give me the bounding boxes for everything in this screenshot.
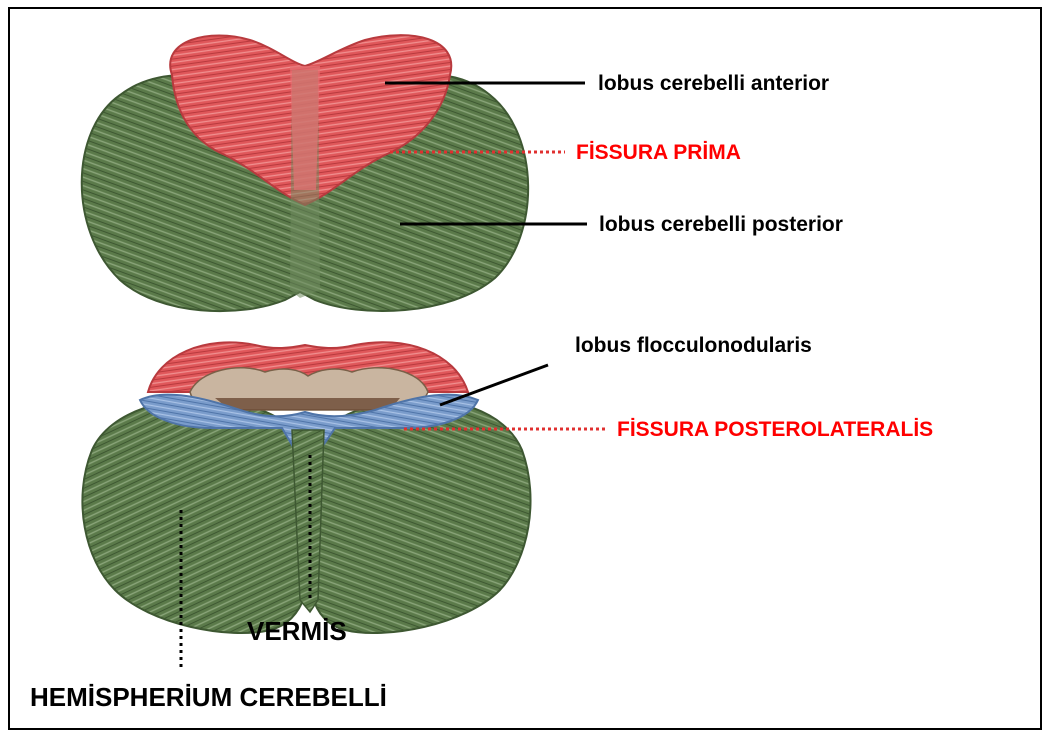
label-fissura-posterolateralis: FİSSURA POSTEROLATERALİS bbox=[617, 419, 933, 440]
cerebellum-inferior-view bbox=[82, 342, 530, 633]
label-hemispherium-cerebelli: HEMİSPHERİUM CEREBELLİ bbox=[30, 684, 387, 710]
label-vermis: VERMİS bbox=[247, 618, 347, 644]
cerebellum-superior-view bbox=[82, 35, 528, 311]
label-lobus-flocculonodularis: lobus flocculonodularis bbox=[575, 335, 812, 356]
hemisphere-right-region bbox=[312, 399, 531, 633]
label-lobus-cerebelli-posterior: lobus cerebelli posterior bbox=[599, 214, 843, 235]
label-lobus-cerebelli-anterior: lobus cerebelli anterior bbox=[598, 73, 829, 94]
hemisphere-left-region bbox=[82, 399, 305, 633]
label-fissura-prima: FİSSURA PRİMA bbox=[576, 142, 741, 163]
